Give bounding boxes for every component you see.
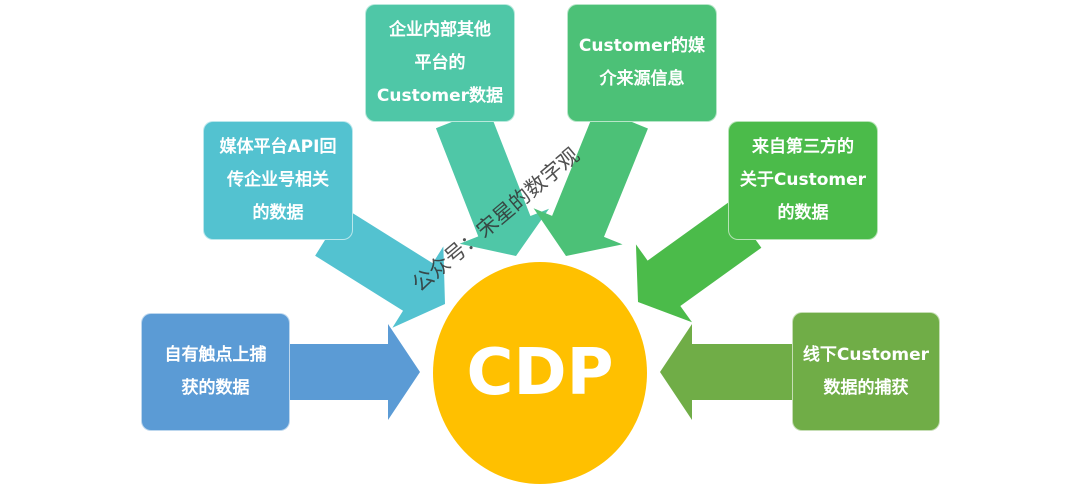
source-box-media-api: 媒体平台API回传企业号相关的数据 [203, 121, 353, 240]
box-text-line: 自有触点上捕 [164, 345, 267, 365]
arrow-offline [660, 324, 794, 420]
box-text-line: 获的数据 [181, 378, 250, 398]
box-text-line: 平台的 [414, 52, 466, 73]
box-text-line: 介来源信息 [599, 69, 685, 89]
box-text-line: Customer的媒 [578, 36, 706, 56]
arrow-internal-platforms [435, 107, 550, 257]
box-text-line: 传企业号相关 [226, 170, 329, 190]
arrow-own-touchpoints [288, 324, 420, 420]
box-text-line: 数据的捕获 [823, 377, 909, 398]
box-text-line: 媒体平台API回 [219, 137, 337, 157]
box-text-line: 企业内部其他 [388, 19, 491, 40]
box-text-line: 线下Customer [802, 344, 930, 365]
source-box-third-party: 来自第三方的关于Customer 的数据 [728, 121, 878, 240]
source-box-own-touchpoints: 自有触点上捕获的数据 [141, 313, 290, 431]
box-text-line: 关于Customer [739, 170, 867, 190]
box-text-line: 的数据 [777, 203, 829, 223]
source-box-media-source: Customer的媒介来源信息 [567, 4, 717, 122]
source-box-offline: 线下Customer 数据的捕获 [792, 312, 940, 431]
box-text-line: 的数据 [252, 203, 304, 223]
arrow-media-source [533, 107, 648, 256]
box-text-line: 来自第三方的 [751, 137, 854, 157]
source-box-internal-platforms: 企业内部其他平台的 Customer数据 [365, 4, 515, 122]
cdp-label: CDP [466, 336, 614, 410]
box-text-line: Customer数据 [376, 85, 504, 106]
cdp-circle: CDP [433, 262, 647, 484]
